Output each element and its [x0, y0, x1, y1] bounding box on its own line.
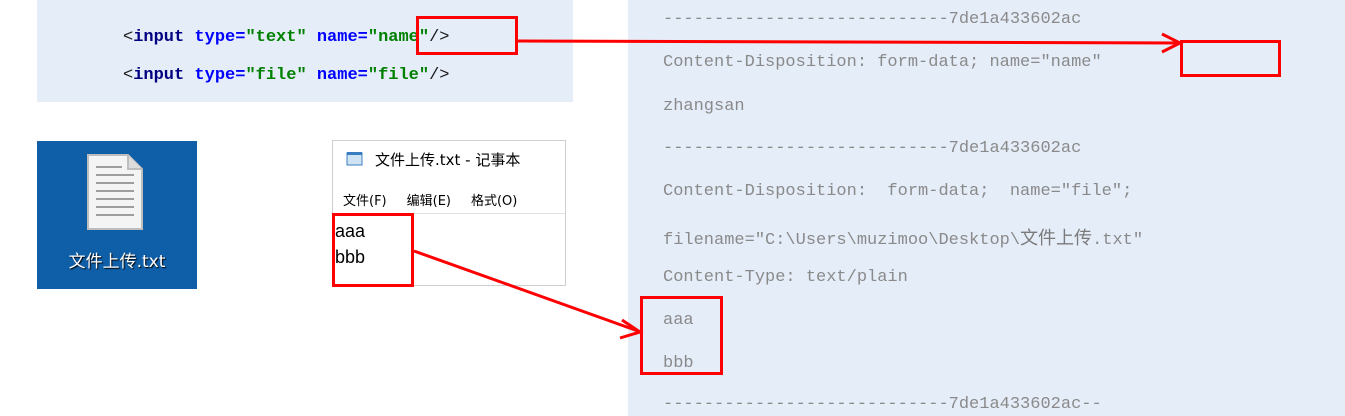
field-value-zhangsan: zhangsan	[663, 97, 745, 116]
notepad-menubar: 文件(F) 编辑(E) 格式(O)	[343, 190, 537, 209]
boundary-end-line: ----------------------------7de1a433602a…	[663, 395, 1102, 414]
content-type-line: Content-Type: text/plain	[663, 268, 908, 287]
arrowhead-name	[1161, 32, 1184, 54]
highlight-notepad-content	[332, 213, 414, 287]
code-attr-type: type=	[194, 28, 246, 47]
notepad-text-area[interactable]: aaa bbb	[335, 218, 365, 270]
highlight-name-attr	[416, 16, 518, 55]
code-attr-type: type=	[194, 66, 246, 85]
filename-ext: .txt"	[1092, 231, 1144, 250]
code-value-name: "name"	[367, 28, 430, 47]
arrow-name-to-request	[517, 39, 1179, 45]
notepad-line-1: aaa	[335, 221, 366, 241]
arrow-content-to-request	[413, 249, 639, 333]
code-keyword: input	[133, 66, 185, 85]
menu-edit[interactable]: 编辑(E)	[406, 194, 451, 209]
text-file-icon	[87, 154, 143, 230]
code-value-name: "file"	[367, 66, 430, 85]
file-content-bbb: bbb	[663, 354, 694, 373]
highlight-name-field	[1180, 40, 1281, 77]
code-value-type: "text"	[245, 28, 307, 47]
code-open: <	[123, 28, 134, 47]
code-keyword: input	[133, 28, 185, 47]
menu-separator	[333, 213, 565, 214]
menu-format[interactable]: 格式(O)	[470, 194, 518, 209]
notepad-icon	[346, 152, 363, 166]
code-line-file-input: <input type="file" name="file"/>	[123, 66, 450, 85]
menu-file[interactable]: 文件(F)	[343, 194, 387, 209]
boundary-line: ----------------------------7de1a433602a…	[663, 10, 1082, 29]
filename-cjk: 文件上传	[1020, 228, 1093, 249]
code-close: />	[429, 66, 450, 85]
desktop-file-label: 文件上传.txt	[68, 252, 166, 272]
content-disposition-name: Content-Disposition: form-data; name="na…	[663, 53, 1102, 72]
notepad-title: 文件上传.txt - 记事本	[375, 151, 521, 169]
content-disposition-file: Content-Disposition: form-data; name="fi…	[663, 182, 1133, 201]
highlight-request-content	[640, 296, 723, 375]
code-attr-name: name=	[316, 66, 368, 85]
filename-path: filename="C:\Users\muzimoo\Desktop\	[663, 231, 1021, 250]
boundary-line: ----------------------------7de1a433602a…	[663, 139, 1082, 158]
code-attr-name: name=	[316, 28, 368, 47]
code-open: <	[123, 66, 134, 85]
arrowhead-content	[619, 318, 644, 340]
desktop-file-shortcut[interactable]: 文件上传.txt	[37, 141, 197, 289]
code-value-type: "file"	[245, 66, 307, 85]
notepad-line-2: bbb	[335, 247, 366, 267]
request-body-panel: ----------------------------7de1a433602a…	[628, 0, 1345, 416]
filename-line: filename="C:\Users\muzimoo\Desktop\文件上传.…	[663, 224, 1143, 250]
code-close: />	[429, 28, 450, 47]
code-line-text-input: <input type="text" name="name"/>	[123, 28, 450, 47]
file-content-aaa: aaa	[663, 311, 694, 330]
